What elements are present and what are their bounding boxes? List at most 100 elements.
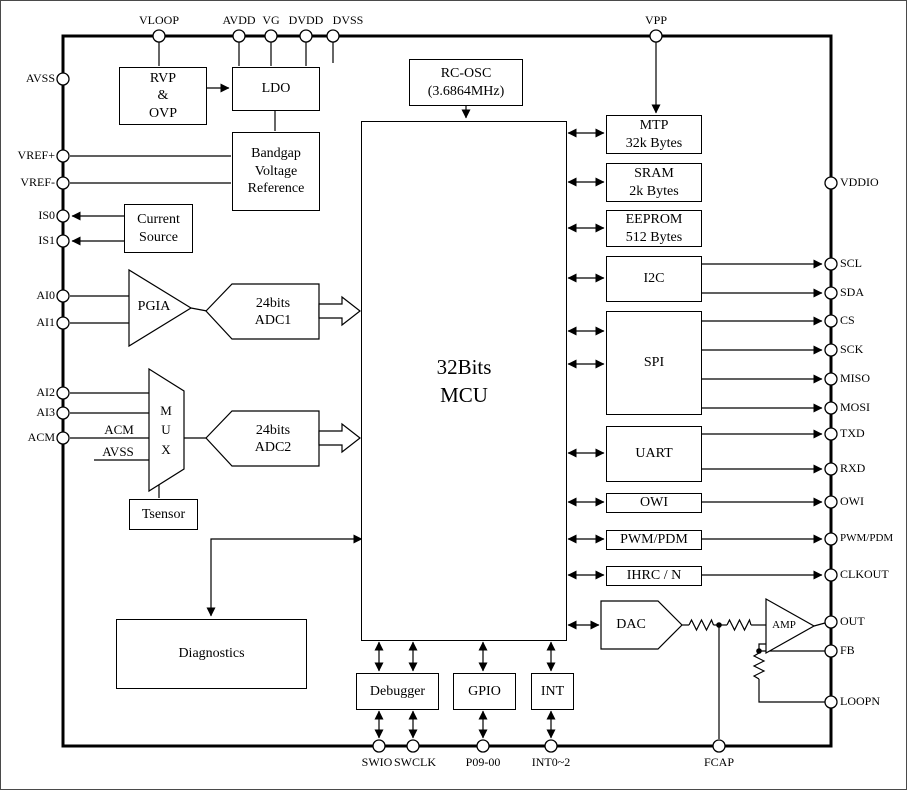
pin-rxd <box>824 462 838 476</box>
pgia-shape <box>128 268 193 348</box>
pin-ai0 <box>56 289 70 303</box>
pin-mosi <box>824 401 838 415</box>
pin-dvdd <box>299 29 313 43</box>
pin-vddio <box>824 176 838 190</box>
pin-label-is1: IS1 <box>38 233 55 247</box>
pin-vloop <box>152 29 166 43</box>
pin-loopn <box>824 695 838 709</box>
wire-loopn <box>758 679 825 703</box>
pin-label-vpp: VPP <box>644 13 667 27</box>
pin-label-vg: VG <box>262 13 280 27</box>
pin-label-acm: ACM <box>27 430 55 444</box>
wire-fb <box>758 643 825 652</box>
pin-vref-minus <box>56 176 70 190</box>
pin-label-dvss: DVSS <box>332 13 364 27</box>
block-owi: OWI <box>606 493 702 513</box>
net-label-acm: ACM <box>104 422 134 437</box>
adc2-label: 24bits ADC2 <box>254 422 292 456</box>
shaped-blocks <box>128 268 816 655</box>
pin-label-cs: CS <box>840 313 855 327</box>
pin-dvss <box>326 29 340 43</box>
pin-label-vddio: VDDIO <box>840 175 879 189</box>
pin-label-swclk: SWCLK <box>394 755 436 769</box>
block-int: INT <box>531 673 574 710</box>
resistor-2 <box>726 618 752 632</box>
pin-out <box>824 615 838 629</box>
pin-fb <box>824 644 838 658</box>
pin-label-vref-minus: VREF- <box>20 175 55 189</box>
block-mcu: 32Bits MCU <box>361 121 567 641</box>
pin-label-ai0: AI0 <box>36 288 55 302</box>
pin-label-mosi: MOSI <box>840 400 871 414</box>
wire-mcu-diagnostics <box>206 534 363 617</box>
pin-is1 <box>56 234 70 248</box>
block-ldo: LDO <box>232 67 320 111</box>
block-uart: UART <box>606 426 702 482</box>
pin-fcap <box>712 739 726 753</box>
wire-amp-out <box>813 622 826 627</box>
adc1-label: 24bits ADC1 <box>254 295 292 329</box>
amp-label: AMP <box>772 619 796 632</box>
pin-is0 <box>56 209 70 223</box>
dac-label: DAC <box>616 617 646 633</box>
block-pwm-pdm: PWM/PDM <box>606 530 702 550</box>
pin-label-owi: OWI <box>840 494 864 508</box>
pin-label-ai3: AI3 <box>36 405 55 419</box>
adc2-to-mcu-arrow <box>318 422 361 454</box>
pin-circles <box>56 29 838 753</box>
pgia-label: PGIA <box>137 299 171 315</box>
adc1-to-mcu-arrow <box>318 295 361 327</box>
block-i2c: I2C <box>606 256 702 302</box>
pin-ai1 <box>56 316 70 330</box>
pin-label-ai1: AI1 <box>36 315 55 329</box>
pin-label-pwm-pdm: PWM/PDM <box>840 532 894 544</box>
pin-avdd <box>232 29 246 43</box>
pin-sck <box>824 343 838 357</box>
pin-label-avss: AVSS <box>25 71 55 85</box>
block-rc-osc: RC-OSC (3.6864MHz) <box>409 59 523 106</box>
pin-owi <box>824 495 838 509</box>
pin-label-loopn: LOOPN <box>840 694 881 708</box>
pin-vref-plus <box>56 149 70 163</box>
pin-label-swio: SWIO <box>361 755 393 769</box>
pin-label-p09-00: P09-00 <box>465 755 501 769</box>
block-diagnostics: Diagnostics <box>116 619 307 689</box>
pin-sda <box>824 286 838 300</box>
block-current-source: Current Source <box>124 204 193 253</box>
pin-label-scl: SCL <box>840 256 863 270</box>
pin-avss <box>56 72 70 86</box>
pin-label-dvdd: DVDD <box>288 13 324 27</box>
pin-label-vloop: VLOOP <box>138 13 179 27</box>
pin-ai3 <box>56 406 70 420</box>
pin-txd <box>824 427 838 441</box>
pin-label-out: OUT <box>840 614 865 628</box>
pin-vpp <box>649 29 663 43</box>
net-label-avss: AVSS <box>102 444 134 459</box>
pin-label-is0: IS0 <box>38 208 55 222</box>
block-sram: SRAM 2k Bytes <box>606 163 702 202</box>
pin-label-int0-2: INT0~2 <box>531 755 571 769</box>
pin-label-fb: FB <box>840 643 855 657</box>
junction-dot <box>756 648 762 654</box>
pin-p09-00 <box>476 739 490 753</box>
pin-label-txd: TXD <box>840 426 865 440</box>
block-rvp-ovp: RVP & OVP <box>119 67 207 125</box>
block-bandgap: Bandgap Voltage Reference <box>232 132 320 211</box>
block-gpio: GPIO <box>453 673 516 710</box>
block-debugger: Debugger <box>356 673 439 710</box>
resistor-1 <box>688 618 715 632</box>
connection-lines <box>70 42 826 739</box>
mux-shape <box>148 367 185 493</box>
pin-acm <box>56 431 70 445</box>
pin-swio <box>372 739 386 753</box>
pin-cs <box>824 314 838 328</box>
resistor-3 <box>752 652 766 680</box>
pin-vg <box>264 29 278 43</box>
dac-shape <box>600 600 683 650</box>
pin-int0-2 <box>544 739 558 753</box>
block-spi: SPI <box>606 311 702 415</box>
pin-label-vref-plus: VREF+ <box>17 148 55 162</box>
pin-label-rxd: RXD <box>840 461 866 475</box>
pin-label-fcap: FCAP <box>703 755 735 769</box>
